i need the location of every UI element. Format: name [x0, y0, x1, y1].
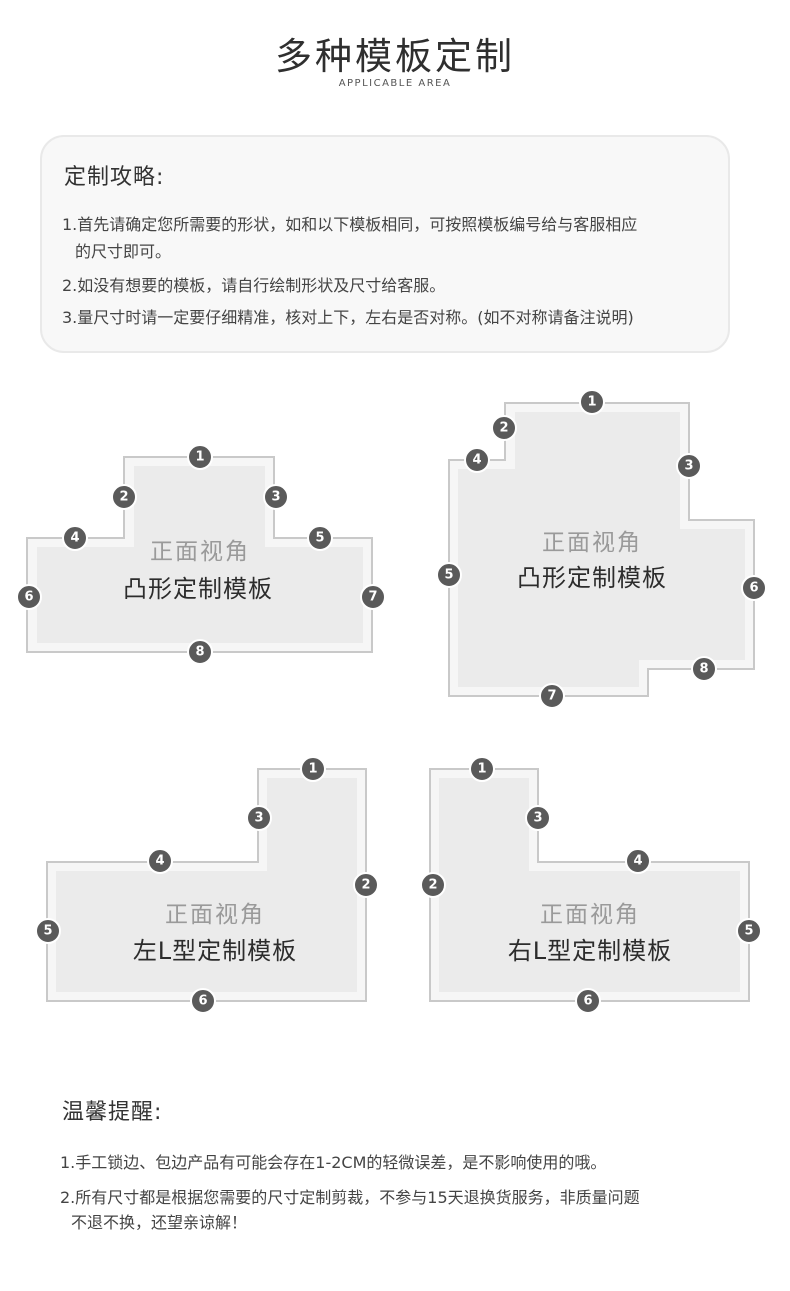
svg-text:2: 2: [499, 421, 508, 436]
svg-text:5: 5: [444, 568, 453, 583]
guide-title: 定制攻略:: [64, 165, 165, 190]
page-title: 多种模板定制: [275, 35, 515, 78]
svg-text:8: 8: [699, 662, 708, 677]
svg-text:6: 6: [198, 994, 207, 1009]
badge-8: 8: [187, 639, 213, 665]
badge-6: 6: [575, 988, 601, 1014]
badge-2: 2: [491, 415, 517, 441]
svg-text:6: 6: [24, 590, 33, 605]
badge-4: 4: [464, 447, 490, 473]
badge-2: 2: [420, 872, 446, 898]
badge-7: 7: [539, 683, 565, 709]
svg-text:3: 3: [684, 459, 693, 474]
guide-line-1-cont: 的尺寸即可。: [75, 242, 172, 261]
badge-5: 5: [307, 525, 333, 551]
svg-text:5: 5: [744, 924, 753, 939]
svg-text:2: 2: [428, 878, 437, 893]
svg-text:1: 1: [195, 450, 204, 465]
badge-8: 8: [691, 656, 717, 682]
svg-text:2: 2: [361, 878, 370, 893]
guide-line-1: 1.首先请确定您所需要的形状，如和以下模板相同，可按照模板编号给与客服相应: [62, 215, 638, 234]
badge-1: 1: [579, 389, 605, 415]
template-1-name-label: 凸形定制模板: [123, 575, 273, 603]
svg-text:3: 3: [271, 490, 280, 505]
badge-5: 5: [736, 918, 762, 944]
tips-line-2: 2.所有尺寸都是根据您需要的尺寸定制剪裁，不参与15天退换货服务，非质量问题: [60, 1188, 640, 1207]
badge-3: 3: [263, 484, 289, 510]
badge-3: 3: [246, 805, 272, 831]
badge-6: 6: [741, 575, 767, 601]
svg-text:7: 7: [547, 689, 556, 704]
tips-line-1: 1.手工锁边、包边产品有可能会存在1-2CM的轻微误差，是不影响使用的哦。: [60, 1153, 607, 1172]
badge-2: 2: [353, 872, 379, 898]
badge-3: 3: [676, 453, 702, 479]
tips-title: 温馨提醒:: [62, 1100, 163, 1125]
badge-1: 1: [187, 444, 213, 470]
template-1-view-label: 正面视角: [150, 539, 250, 565]
badge-7: 7: [360, 584, 386, 610]
svg-text:5: 5: [43, 924, 52, 939]
badge-6: 6: [190, 988, 216, 1014]
badge-5: 5: [35, 918, 61, 944]
svg-text:6: 6: [749, 581, 758, 596]
template-2-name-label: 凸形定制模板: [517, 564, 667, 592]
svg-text:4: 4: [633, 854, 642, 869]
svg-text:5: 5: [315, 531, 324, 546]
tips-line-2-cont: 不退不换，还望亲谅解！: [71, 1213, 248, 1232]
template-4-name-label: 右L型定制模板: [508, 937, 672, 965]
svg-text:6: 6: [583, 994, 592, 1009]
badge-4: 4: [147, 848, 173, 874]
badge-1: 1: [300, 756, 326, 782]
guide-line-2: 2.如没有想要的模板，请自行绘制形状及尺寸给客服。: [62, 276, 446, 295]
svg-text:4: 4: [472, 453, 481, 468]
svg-text:1: 1: [587, 395, 596, 410]
svg-text:3: 3: [254, 811, 263, 826]
template-2-view-label: 正面视角: [542, 530, 642, 556]
svg-text:1: 1: [477, 762, 486, 777]
badge-4: 4: [625, 848, 651, 874]
badge-5: 5: [436, 562, 462, 588]
template-3-name-label: 左L型定制模板: [133, 937, 297, 965]
badge-1: 1: [469, 756, 495, 782]
svg-text:4: 4: [70, 531, 79, 546]
svg-text:8: 8: [195, 645, 204, 660]
template-4-view-label: 正面视角: [540, 902, 640, 928]
svg-text:1: 1: [308, 762, 317, 777]
svg-text:4: 4: [155, 854, 164, 869]
badge-2: 2: [111, 484, 137, 510]
svg-text:2: 2: [119, 490, 128, 505]
badge-6: 6: [16, 584, 42, 610]
guide-line-3: 3.量尺寸时请一定要仔细精准，核对上下，左右是否对称。(如不对称请备注说明): [62, 308, 634, 327]
badge-3: 3: [525, 805, 551, 831]
svg-text:7: 7: [368, 590, 377, 605]
template-3-view-label: 正面视角: [165, 902, 265, 928]
badge-4: 4: [62, 525, 88, 551]
svg-text:3: 3: [533, 811, 542, 826]
custom-guide-panel: 定制攻略: 1.首先请确定您所需要的形状，如和以下模板相同，可按照模板编号给与客…: [40, 135, 730, 353]
page-subtitle: APPLICABLE AREA: [338, 78, 452, 89]
